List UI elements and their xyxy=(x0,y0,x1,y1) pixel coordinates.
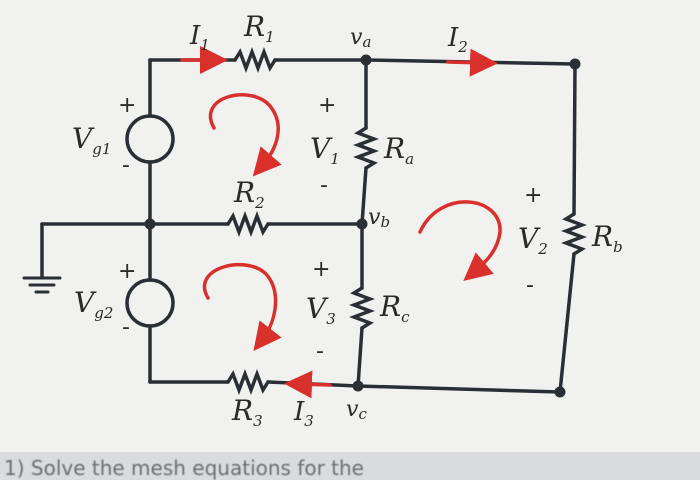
label-i2: I xyxy=(447,23,459,53)
label-vb: v xyxy=(368,205,381,230)
svg-text:Vg2: Vg2 xyxy=(74,286,113,322)
label-va-sub: a xyxy=(362,33,371,51)
svg-text:I3: I3 xyxy=(293,397,314,430)
v2-plus-sign: + xyxy=(524,183,542,208)
mesh-arrow-1 xyxy=(208,93,282,177)
svg-text:I1: I1 xyxy=(189,21,210,54)
resistor-rc-symbol xyxy=(349,286,375,330)
label-i1-sub: 1 xyxy=(200,36,210,54)
label-vg1-sub: g1 xyxy=(92,140,111,158)
label-v2-sub: 2 xyxy=(537,240,548,258)
label-r2: R xyxy=(233,176,255,209)
nodes xyxy=(144,54,581,398)
vg2-plus-sign: + xyxy=(118,259,136,284)
v1-plus-sign: + xyxy=(318,93,336,118)
node-vc-dot xyxy=(352,380,364,392)
vg2-minus-sign: - xyxy=(122,315,130,340)
label-rc-sub: c xyxy=(401,308,410,326)
v3-plus-sign: + xyxy=(312,257,330,282)
label-r3-sub: 3 xyxy=(253,412,263,430)
node-top-right-dot xyxy=(569,58,581,70)
label-v1: V xyxy=(310,132,333,165)
svg-text:vc: vc xyxy=(346,397,367,423)
label-v1-sub: 1 xyxy=(330,150,340,168)
svg-text:vb: vb xyxy=(368,205,390,231)
label-v3-sub: 3 xyxy=(326,310,336,328)
label-r2-sub: 2 xyxy=(254,194,265,212)
label-i1: I xyxy=(189,21,201,51)
ground-icon xyxy=(22,276,62,294)
svg-text:Rc: Rc xyxy=(379,290,410,326)
label-i2-sub: 2 xyxy=(457,38,468,56)
label-ra: R xyxy=(383,132,405,165)
label-rb-sub: b xyxy=(613,238,623,256)
svg-text:Rb: Rb xyxy=(591,220,623,256)
label-rc: R xyxy=(379,290,401,323)
voltage-source-g1 xyxy=(125,114,175,164)
v3-minus-sign: - xyxy=(316,339,324,364)
label-vg2: V xyxy=(74,286,97,319)
label-rb: R xyxy=(591,220,613,253)
label-vc-sub: c xyxy=(358,405,367,423)
resistor-r1-symbol xyxy=(233,47,277,73)
label-vc: v xyxy=(346,397,359,422)
resistor-r3-symbol xyxy=(226,369,270,395)
label-vg1: V xyxy=(72,122,95,155)
vg1-minus-sign: - xyxy=(122,153,130,178)
label-ra-sub: a xyxy=(405,150,414,168)
vg1-plus-sign: + xyxy=(118,93,136,118)
svg-text:I2: I2 xyxy=(447,23,468,56)
svg-text:R3: R3 xyxy=(231,394,263,430)
label-v2: V xyxy=(518,222,541,255)
svg-text:Ra: Ra xyxy=(383,132,414,168)
current-arrows xyxy=(180,46,502,399)
svg-text:V3: V3 xyxy=(306,292,336,328)
resistor-ra-symbol xyxy=(353,126,379,170)
node-vb-dot xyxy=(356,218,368,230)
current-arrow-i2 xyxy=(446,48,498,77)
v2-minus-sign: - xyxy=(526,273,534,298)
label-r1-sub: 1 xyxy=(265,28,275,46)
resistor-r2-symbol xyxy=(226,211,270,237)
label-i3-sub: 3 xyxy=(304,412,314,430)
resistor-rb-symbol xyxy=(561,212,587,256)
node-bottom-right-dot xyxy=(554,386,566,398)
label-r1: R xyxy=(243,10,265,43)
svg-text:Vg1: Vg1 xyxy=(72,122,111,158)
voltage-source-g2 xyxy=(125,278,175,328)
mesh-arrow-3 xyxy=(418,200,502,281)
label-va: v xyxy=(350,25,363,50)
question-caption: 1) Solve the mesh equations for the xyxy=(4,456,364,480)
svg-text:R1: R1 xyxy=(243,10,275,46)
v1-minus-sign: - xyxy=(320,173,328,198)
svg-text:V2: V2 xyxy=(518,222,548,258)
label-vb-sub: b xyxy=(380,213,390,231)
mesh-arrow-2 xyxy=(203,263,282,352)
current-arrow-i3 xyxy=(284,370,332,399)
node-left-mid-dot xyxy=(144,218,156,230)
label-r3: R xyxy=(231,394,253,427)
label-v3: V xyxy=(306,292,329,325)
svg-text:R2: R2 xyxy=(233,176,265,212)
label-i3: I xyxy=(293,397,305,427)
node-va-dot xyxy=(360,54,372,66)
svg-text:V1: V1 xyxy=(310,132,340,168)
label-vg2-sub: g2 xyxy=(94,304,113,322)
svg-text:va: va xyxy=(350,25,371,51)
